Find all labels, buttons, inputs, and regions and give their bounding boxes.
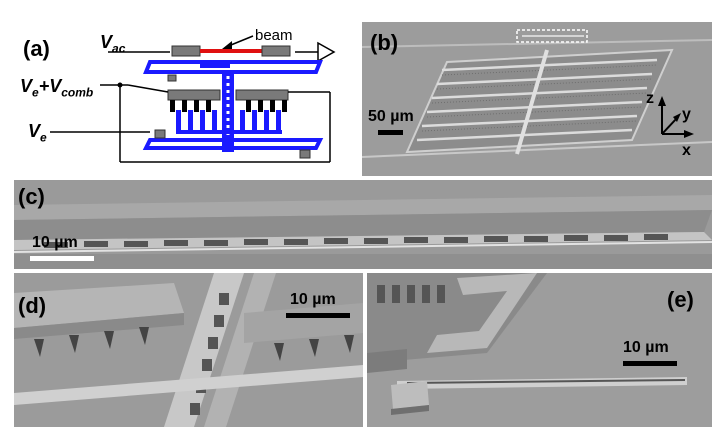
panel-c: (c) 10 µm — [14, 180, 712, 269]
label-v-ac: Vac — [100, 32, 126, 56]
panel-a: (a) — [0, 0, 360, 178]
sem-image-c — [14, 180, 712, 269]
panel-label-c: (c) — [18, 184, 45, 209]
panel-b: (b) 50 µm z y x — [362, 22, 712, 176]
panel-label-b: (b) — [370, 30, 399, 55]
scale-bar-label-d: 10 µm — [290, 291, 336, 308]
schematic-diagram — [50, 35, 336, 163]
panel-label-d: (d) — [18, 293, 47, 318]
label-ve-vcomb: Ve+Vcomb — [20, 76, 94, 100]
scale-bar-label-e: 10 µm — [623, 339, 669, 356]
sem-image-b — [362, 22, 712, 176]
scale-bar-label-b: 50 µm — [368, 108, 414, 125]
scale-bar-d — [286, 313, 350, 318]
scale-bar-e — [623, 361, 677, 366]
scale-bar-c — [30, 256, 94, 261]
scale-bar-label-c: 10 µm — [32, 234, 78, 251]
panel-e: (e) 10 µm — [367, 273, 712, 427]
label-beam: beam — [255, 27, 293, 44]
sem-image-d — [14, 273, 363, 427]
panel-label-e: (e) — [667, 287, 694, 312]
sem-image-e — [367, 273, 712, 427]
panel-label-a: (a) — [23, 36, 50, 61]
axis-label-x: x — [682, 142, 691, 159]
axis-label-y: y — [682, 106, 691, 123]
panel-d: (d) 10 µm — [14, 273, 363, 427]
label-v-e: Ve — [28, 121, 47, 145]
scale-bar-b — [378, 130, 403, 135]
axis-label-z: z — [646, 90, 654, 107]
